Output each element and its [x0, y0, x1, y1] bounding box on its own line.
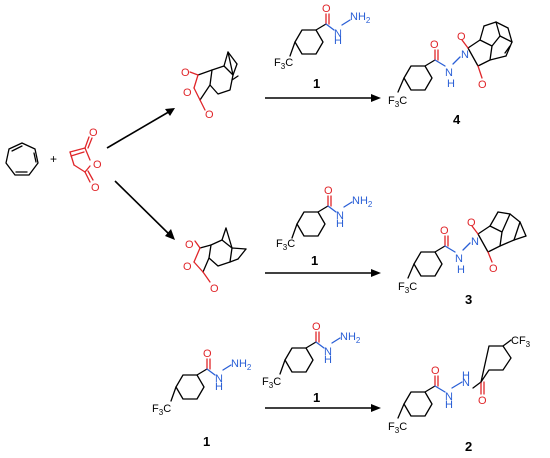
atom-nh2: NH2 — [350, 11, 371, 25]
atom-hydrogen: H — [445, 399, 453, 411]
atom-hydrogen: H — [215, 381, 223, 393]
product-2-diacylhydrazine: O O N H N H CF3 F3C — [388, 335, 531, 435]
product-3-imide: O O O N H N F3C — [398, 211, 527, 295]
maleic-anhydride: O O O — [69, 127, 102, 194]
atom-hydrogen: H — [336, 218, 344, 230]
atom-nh2: NH2 — [340, 331, 361, 345]
arrow-to-top-adduct — [106, 108, 175, 149]
cf3-group: F3C — [276, 238, 295, 252]
atom-oxygen: O — [210, 283, 219, 295]
arrow-bottom-reaction — [265, 404, 381, 412]
atom-nitrogen: N — [215, 373, 223, 385]
arrow-to-mid-adduct — [114, 180, 175, 240]
atom-oxygen: O — [324, 185, 333, 197]
atom-oxygen: O — [431, 365, 440, 377]
atom-oxygen: O — [312, 321, 321, 333]
atom-nh2: NH2 — [352, 195, 373, 209]
atom-nitrogen: N — [445, 391, 453, 403]
mid-anhydride-adduct: O O O — [183, 227, 247, 295]
atom-oxygen: O — [93, 159, 102, 171]
atom-oxygen: O — [322, 3, 331, 15]
atom-nitrogen: N — [445, 67, 453, 79]
atom-nitrogen: N — [471, 236, 479, 248]
cf3-group: F3C — [388, 421, 407, 435]
atom-oxygen: O — [457, 31, 466, 43]
hydrazide-reagent-bottom: O N H NH2 F3C — [262, 321, 361, 390]
atom-nitrogen: N — [336, 210, 344, 222]
cf3-group: F3C — [398, 281, 417, 295]
atom-oxygen: O — [489, 263, 498, 275]
top-anhydride-adduct: O O O — [181, 51, 239, 121]
hydrazide-reagent-mid: O N H NH2 F3C — [276, 185, 373, 252]
cycloheptatriene — [5, 142, 39, 176]
compound-label-1-start: 1 — [203, 434, 210, 449]
arrow-top-reaction — [265, 94, 381, 102]
atom-oxygen: O — [91, 182, 100, 194]
compound-label-1-top: 1 — [313, 76, 320, 91]
atom-nitrogen: N — [334, 28, 342, 40]
atom-oxygen: O — [203, 348, 212, 360]
atom-hydrogen: H — [457, 264, 465, 276]
compound-label-1-bottom: 1 — [313, 390, 320, 405]
atom-oxygen: O — [430, 39, 439, 51]
atom-nitrogen: N — [455, 253, 463, 265]
atom-hydrogen: H — [447, 78, 455, 90]
cf3-group: F3C — [388, 95, 407, 109]
plus-sign: + — [50, 152, 57, 166]
atom-nitrogen: N — [461, 49, 469, 61]
atom-oxygen: O — [183, 87, 192, 99]
atom-oxygen: O — [478, 79, 487, 91]
compound-label-3: 3 — [465, 292, 472, 307]
compound-label-2: 2 — [465, 439, 472, 454]
atom-oxygen: O — [89, 127, 98, 139]
product-4-imide: O O O N H N F3C — [388, 21, 513, 109]
atom-oxygen: O — [478, 395, 487, 407]
arrow-mid-reaction — [265, 269, 381, 277]
atom-hydrogen: H — [324, 354, 332, 366]
cf3-group: F3C — [262, 376, 281, 390]
cf3-group: F3C — [152, 403, 171, 417]
atom-hydrogen: H — [334, 35, 342, 47]
atom-nitrogen: N — [324, 346, 332, 358]
atom-oxygen: O — [183, 261, 192, 273]
atom-oxygen: O — [181, 67, 190, 79]
hydrazide-reagent-top: O N H NH2 F3C — [274, 3, 371, 71]
atom-oxygen: O — [205, 109, 214, 121]
cf3-group: F3C — [274, 57, 293, 71]
compound-label-1-mid: 1 — [311, 253, 318, 268]
atom-oxygen: O — [467, 217, 476, 229]
compound-label-4: 4 — [453, 112, 461, 127]
atom-nitrogen: N — [462, 377, 470, 389]
cf3-group: CF3 — [511, 335, 531, 349]
atom-nh2: NH2 — [231, 358, 252, 372]
atom-oxygen: O — [440, 225, 449, 237]
hydrazide-starting-material: O N H NH2 F3C — [152, 348, 252, 417]
atom-oxygen: O — [185, 239, 194, 251]
atom-hydrogen: H — [462, 370, 470, 382]
